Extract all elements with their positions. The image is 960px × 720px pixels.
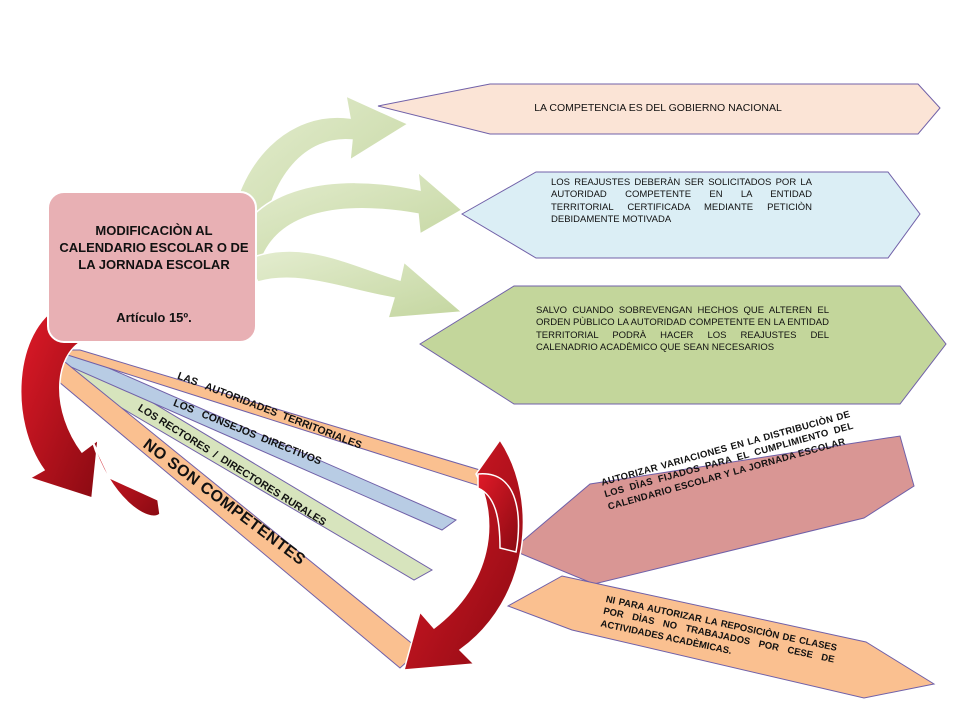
center-title: MODIFICACIÒN AL CALENDARIO ESCOLAR O DE … — [59, 223, 249, 272]
box-public-order-shape — [419, 285, 947, 405]
box-requests-text: LOS REAJUSTES DEBERÀN SER SOLICITADOS PO… — [551, 177, 812, 226]
red-arrow-right-upper — [477, 473, 520, 553]
actor-bands — [38, 349, 502, 669]
box-national-shape — [377, 83, 941, 135]
green-arrow-top — [227, 94, 410, 245]
center-article: Artículo 15º. — [116, 310, 192, 325]
green-arrows — [227, 94, 464, 319]
green-arrow-middle — [235, 170, 464, 260]
box-national-text: LA COMPETENCIA ES DEL GOBIERNO NACIONAL — [534, 102, 782, 114]
band-councils — [44, 351, 458, 531]
box-public-order-text: SALVO CUANDO SOBREVENGAN HECHOS QUE ALTE… — [536, 305, 829, 354]
red-arrow-left-lower — [91, 439, 161, 517]
box-reposition-shape — [506, 575, 936, 699]
red-arrow-left — [20, 305, 99, 499]
green-arrow-bottom — [244, 250, 464, 319]
box-requests-shape — [461, 171, 921, 259]
right-boxes — [377, 83, 947, 699]
center-box-shape — [47, 191, 257, 343]
red-arrows — [20, 305, 525, 671]
